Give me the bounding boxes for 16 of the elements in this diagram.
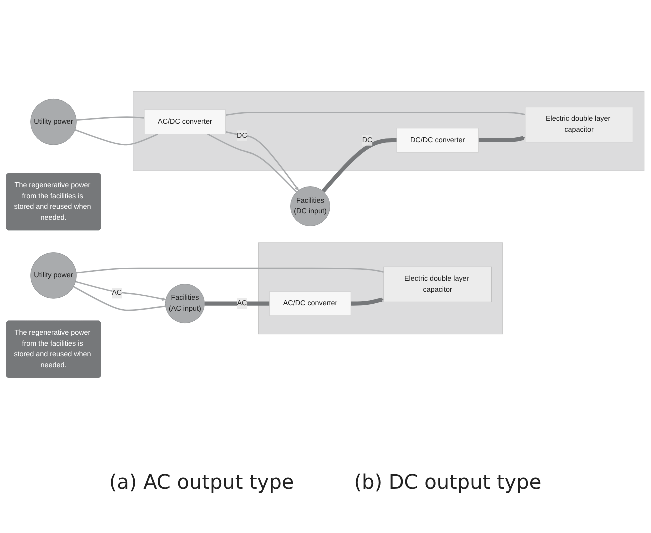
connector [226,112,526,116]
arrow [478,136,526,143]
cluster [258,243,504,335]
connector [75,130,159,146]
connector [208,134,298,194]
caption: (a) AC output type [109,470,294,494]
connector [73,286,166,312]
connector [322,138,397,194]
connector [76,116,145,122]
arrow [351,298,384,306]
arrow [76,282,166,302]
connector [204,302,270,306]
connector [76,268,384,274]
caption: (b) DC output type [354,470,542,494]
arrow [226,132,299,192]
cluster [133,92,645,172]
